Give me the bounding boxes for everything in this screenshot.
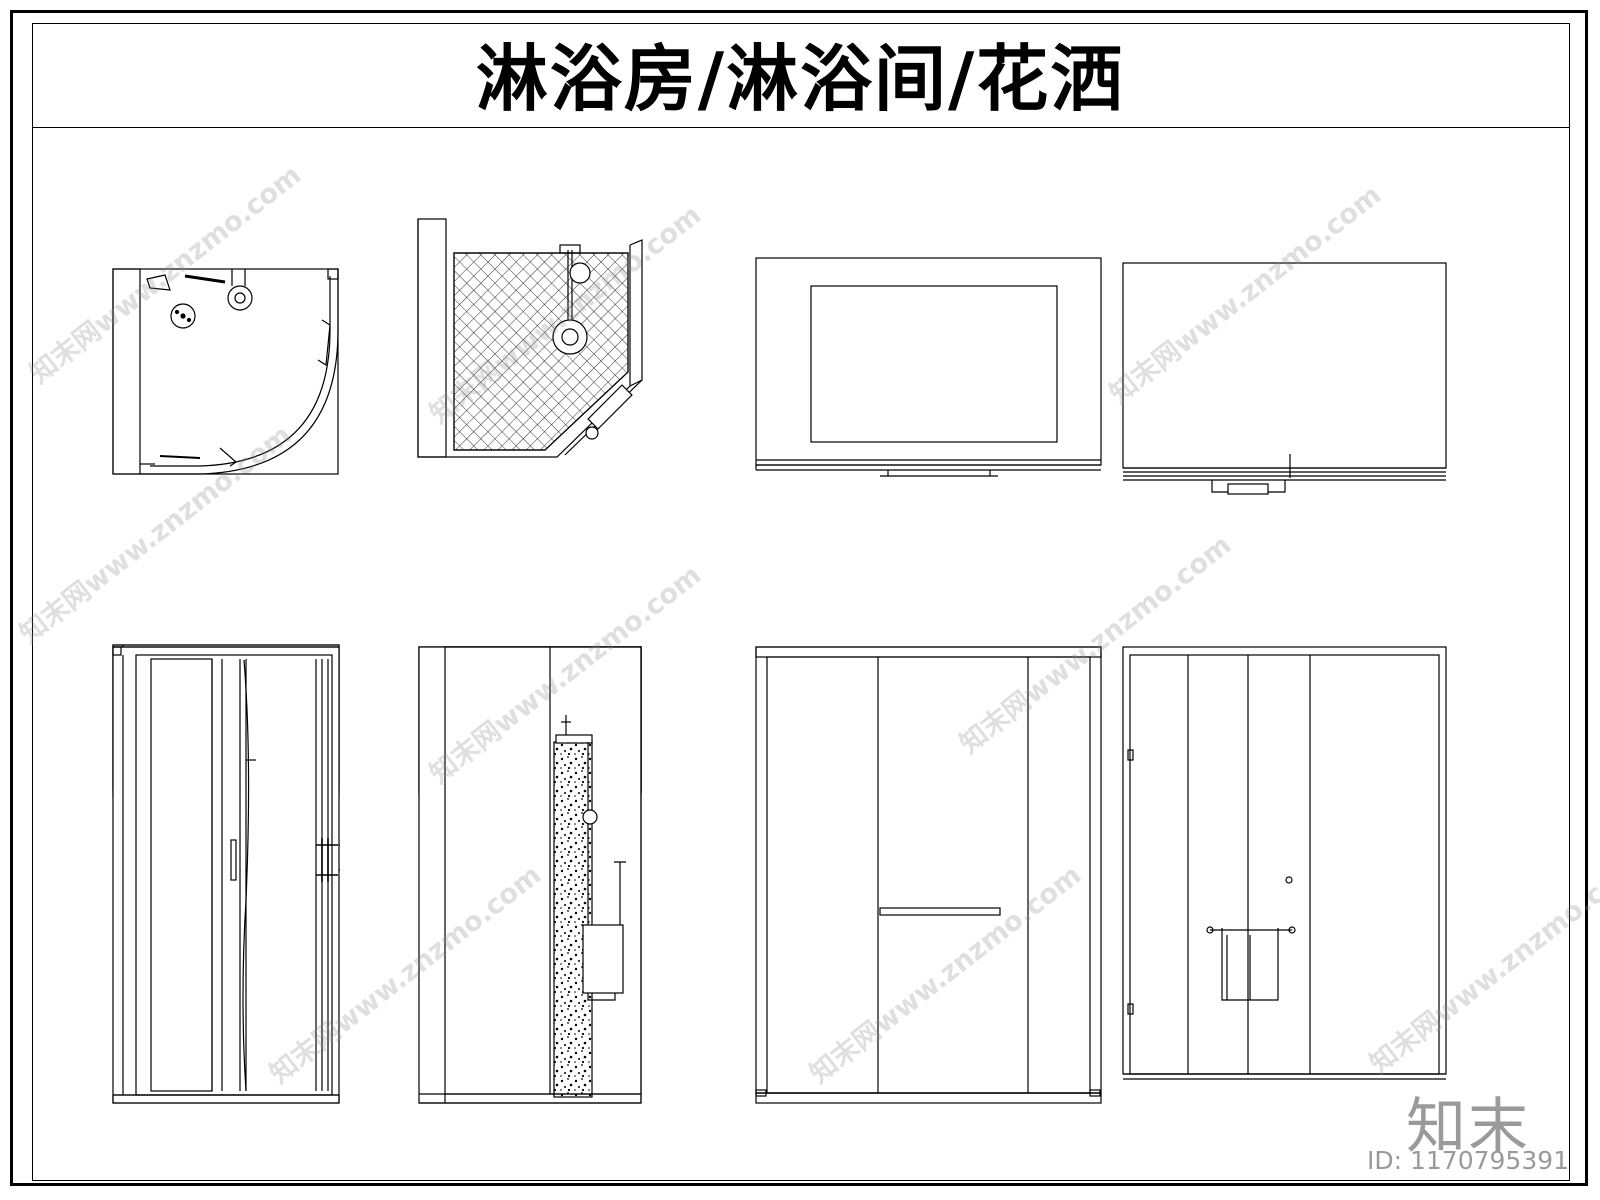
drawing-id-label: ID: 1170795391 xyxy=(1367,1146,1570,1175)
towel-bar-front-elevation xyxy=(1122,646,1447,1080)
drawing-frame-outer xyxy=(10,10,1588,1186)
brand-logo: 知末 xyxy=(1406,1092,1530,1162)
rect-shower-top-view xyxy=(755,257,1102,477)
sliding-door-front-elevation xyxy=(755,646,1102,1104)
shower-column-full-elevation xyxy=(418,646,642,1104)
enclosure-full-elevation xyxy=(112,646,340,1104)
page-title: 淋浴房/淋浴间/花洒 xyxy=(475,36,1125,121)
pentagon-shower-plan xyxy=(417,218,643,458)
rect-shower-top-view-2 xyxy=(1122,262,1447,495)
title-divider xyxy=(32,127,1570,128)
drawing-frame-inner xyxy=(32,23,1570,1181)
quadrant-shower-plan xyxy=(112,268,339,475)
